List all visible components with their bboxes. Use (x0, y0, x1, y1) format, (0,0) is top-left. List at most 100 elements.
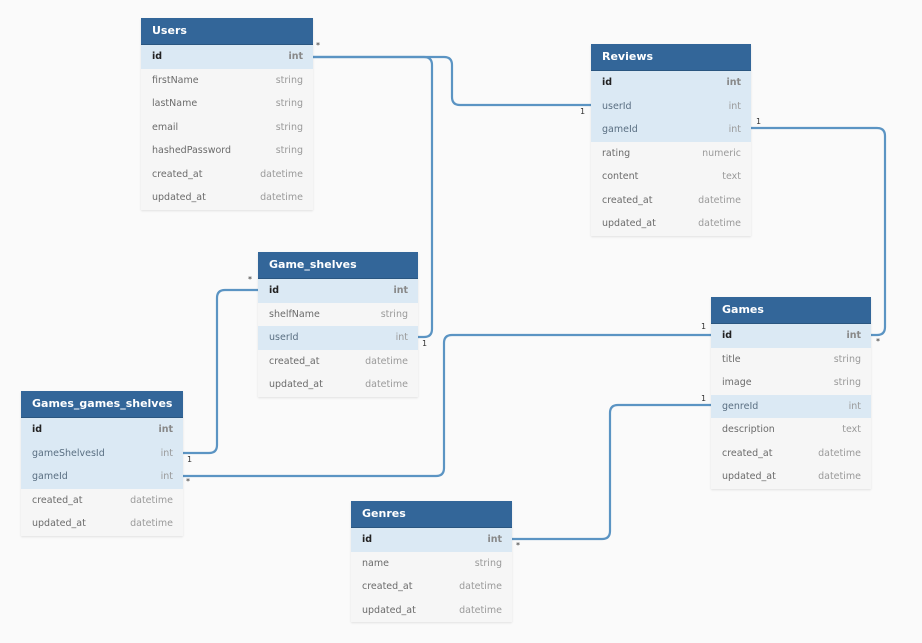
field-row: created_at datetime (351, 575, 512, 599)
field-row: gameId int (591, 118, 751, 142)
table-title[interactable]: Reviews (591, 44, 751, 71)
field-type: string (833, 377, 861, 388)
field-type: int (158, 424, 173, 435)
field-type: int (487, 534, 502, 545)
table-title[interactable]: Genres (351, 501, 512, 528)
line-genres-games (512, 403, 711, 541)
field-type: int (393, 285, 408, 296)
cardinality-many: * (876, 337, 880, 346)
field-name: id (362, 534, 373, 545)
field-type: int (728, 100, 741, 112)
line-games-reviews (750, 126, 887, 337)
field-type: datetime (698, 194, 741, 206)
field-type: datetime (130, 494, 173, 506)
field-name: title (722, 353, 741, 365)
field-name: created_at (32, 494, 83, 506)
field-name: id (722, 330, 733, 341)
field-name: updated_at (32, 518, 86, 529)
field-row: updated_at datetime (351, 599, 512, 623)
cardinality-many: * (186, 477, 190, 486)
line-users-game-shelves (312, 55, 434, 339)
field-name: id (32, 424, 43, 435)
field-name: updated_at (152, 192, 206, 203)
field-name: rating (602, 147, 631, 159)
field-type: text (842, 424, 861, 435)
field-name: updated_at (722, 471, 776, 482)
field-type: string (275, 74, 303, 86)
cardinality-many: * (316, 41, 320, 50)
field-name: genreId (722, 400, 759, 412)
field-row: content text (591, 165, 751, 189)
field-type: datetime (818, 471, 861, 482)
field-row: gameShelvesId int (21, 441, 183, 465)
cardinality-one: 1 (701, 322, 707, 331)
field-row: id int (591, 71, 751, 95)
field-name: created_at (722, 447, 773, 459)
field-type: datetime (459, 604, 502, 616)
field-type: string (275, 145, 303, 156)
field-row: genreId int (711, 394, 871, 418)
field-name: content (602, 171, 639, 182)
field-type: int (726, 77, 741, 88)
field-type: numeric (702, 147, 741, 159)
field-type: string (474, 557, 502, 569)
field-name: shelfName (269, 308, 320, 320)
field-type: text (722, 171, 741, 182)
field-name: gameId (32, 471, 68, 482)
field-type: datetime (698, 218, 741, 229)
table-title[interactable]: Games_games_shelves (21, 391, 183, 418)
field-name: created_at (602, 194, 653, 206)
field-type: int (728, 124, 741, 135)
field-type: int (160, 447, 173, 459)
field-name: name (362, 557, 389, 569)
field-type: string (275, 98, 303, 109)
field-name: lastName (152, 98, 198, 109)
field-name: id (269, 285, 280, 296)
cardinality-one: 1 (756, 117, 762, 126)
field-name: gameId (602, 124, 638, 135)
field-type: string (833, 353, 861, 365)
field-type: datetime (260, 168, 303, 180)
field-type: string (275, 121, 303, 133)
field-name: created_at (269, 355, 320, 367)
cardinality-many: * (248, 275, 252, 284)
field-name: created_at (362, 581, 413, 592)
field-name: updated_at (602, 218, 656, 229)
table-title[interactable]: Users (141, 18, 313, 45)
field-name: updated_at (362, 604, 416, 616)
cardinality-one: 1 (701, 394, 707, 403)
field-name: id (602, 77, 613, 88)
field-row: id int (351, 528, 512, 552)
field-row: created_at datetime (141, 163, 313, 187)
table-title[interactable]: Game_shelves (258, 252, 418, 279)
cardinality-one: 1 (187, 455, 193, 464)
field-name: gameShelvesId (32, 447, 105, 459)
field-name: created_at (152, 168, 203, 180)
field-type: int (848, 400, 861, 412)
table-title[interactable]: Games (711, 297, 871, 324)
field-type: datetime (260, 192, 303, 203)
line-games-joins (182, 333, 711, 478)
games-games-shelves-table[interactable]: Games_games_shelves id int gameShelvesId i… (21, 391, 183, 536)
field-row: updated_at datetime (711, 465, 871, 489)
field-type: int (288, 51, 303, 62)
field-type: datetime (459, 581, 502, 592)
field-name: hashedPassword (152, 145, 232, 156)
cardinality-one: 1 (580, 107, 586, 116)
